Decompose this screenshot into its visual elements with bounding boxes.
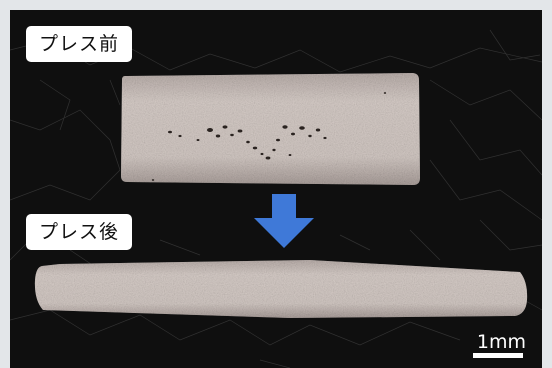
- sample-after-press: [34, 260, 528, 318]
- label-before-press: プレス前: [26, 26, 133, 62]
- scale-bar-label: 1mm: [476, 331, 526, 353]
- label-after-press: プレス後: [26, 214, 133, 250]
- down-arrow-icon: [254, 194, 314, 248]
- micrograph-photo: [10, 29, 542, 368]
- micrograph-image: プレス前 プレス後 1mm: [10, 10, 542, 368]
- sample-before-press: [121, 73, 420, 185]
- scale-bar: [473, 353, 523, 358]
